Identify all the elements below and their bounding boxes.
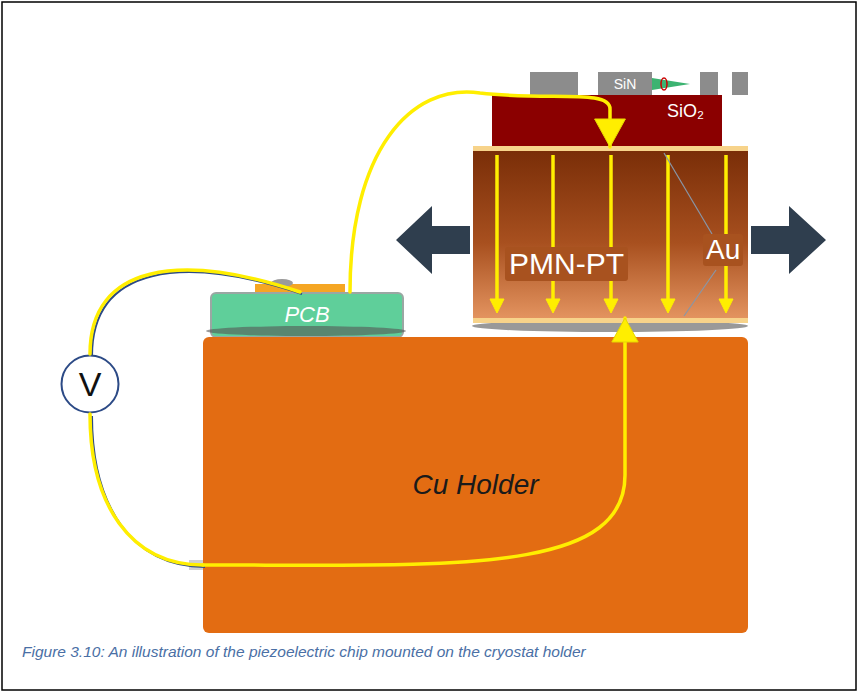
- node-label: V: [79, 365, 102, 404]
- arrow-head: [595, 119, 626, 147]
- sin-layer: SiN: [598, 72, 652, 96]
- sin-block: [530, 72, 578, 95]
- electrode-label: Au: [703, 234, 743, 266]
- cu-holder: Cu Holder: [203, 337, 748, 633]
- field-line: [495, 155, 499, 300]
- figure-caption: Figure 3.10: An illustration of the piez…: [22, 643, 586, 661]
- voltage-source: V: [60, 354, 120, 414]
- wire-path: [90, 414, 203, 565]
- wire-underlay: [92, 416, 205, 567]
- field-head: [661, 299, 675, 313]
- field-line: [666, 155, 670, 300]
- strain-arrow: [751, 206, 826, 274]
- wire-connector: [203, 318, 638, 565]
- node-label: SiO₂: [667, 101, 704, 122]
- node-label: PMN-PT: [505, 247, 628, 281]
- sin-gap: [578, 72, 598, 95]
- strain-arrow: [396, 206, 470, 274]
- leader-line: [664, 153, 712, 234]
- gold-electrode: [473, 318, 748, 323]
- node-label: PCB: [284, 302, 329, 328]
- wire-path: [203, 318, 625, 565]
- connector-layer: [90, 92, 638, 567]
- node-label: SiN: [614, 76, 637, 92]
- waveguide-taper: [652, 78, 690, 90]
- field-line: [609, 155, 613, 300]
- node-label: Cu Holder: [412, 469, 538, 501]
- field-head: [546, 299, 560, 313]
- wire-connector: [350, 92, 625, 292]
- leader-line: [684, 270, 716, 316]
- wire-path: [90, 270, 300, 354]
- field-head: [490, 299, 504, 313]
- wire-path: [350, 92, 610, 292]
- sin-block: [732, 72, 748, 95]
- wire-connector: [90, 414, 205, 567]
- field-line: [724, 155, 728, 300]
- voltage-outline: [62, 356, 119, 413]
- field-line: [551, 155, 555, 300]
- arrow-head: [612, 318, 638, 342]
- resonator-mark: [661, 78, 667, 90]
- wire-connector: [90, 270, 302, 356]
- field-arrows: [490, 155, 733, 313]
- glue-layer: [206, 326, 406, 336]
- field-head: [604, 299, 618, 313]
- sin-block: [700, 72, 718, 95]
- field-head: [719, 299, 733, 313]
